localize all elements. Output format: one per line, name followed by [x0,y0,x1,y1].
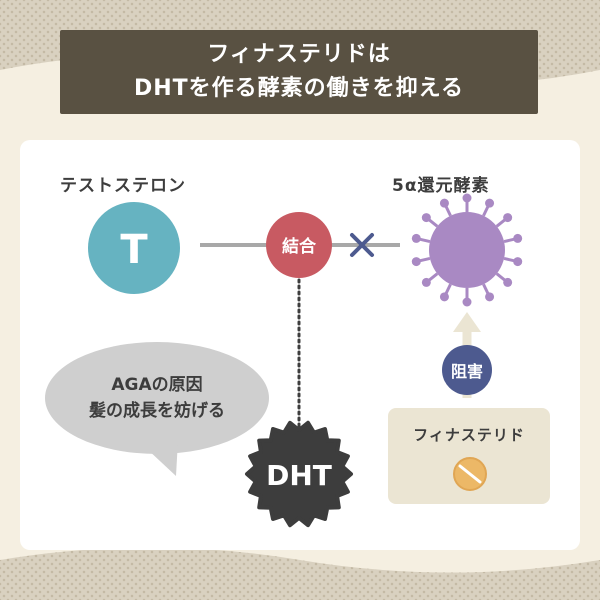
virus-icon [412,194,522,307]
virus-spike-tip [422,213,431,222]
virus-spike-tip [463,298,472,307]
combine-badge-label: 結合 [282,236,317,257]
virus-spike-tip [440,199,449,208]
bubble-line-1: AGAの原因 [62,372,252,398]
bubble-text: AGAの原因 髪の成長を妨げる [62,372,252,424]
finasteride-label: フィナステリド [388,424,550,445]
virus-spike-tip [412,234,421,243]
virus-spike-tip [513,257,522,266]
testosterone-label: テストステロン [60,171,186,196]
virus-spike-tip [412,257,421,266]
virus-spike-tip [440,292,449,301]
enzyme-label: 5α還元酵素 [392,171,490,196]
bubble-line-2: 髪の成長を妨げる [62,398,252,424]
virus-spike-tip [422,278,431,287]
inhibit-badge-label: 阻害 [451,362,483,381]
virus-body [429,212,505,288]
testosterone-symbol: T [120,227,148,273]
virus-spike-tip [503,278,512,287]
dht-label: DHT [266,459,332,492]
virus-spike-tip [485,199,494,208]
pill-icon [454,458,486,490]
virus-spike-tip [485,292,494,301]
virus-spike-tip [503,213,512,222]
virus-spike-tip [513,234,522,243]
